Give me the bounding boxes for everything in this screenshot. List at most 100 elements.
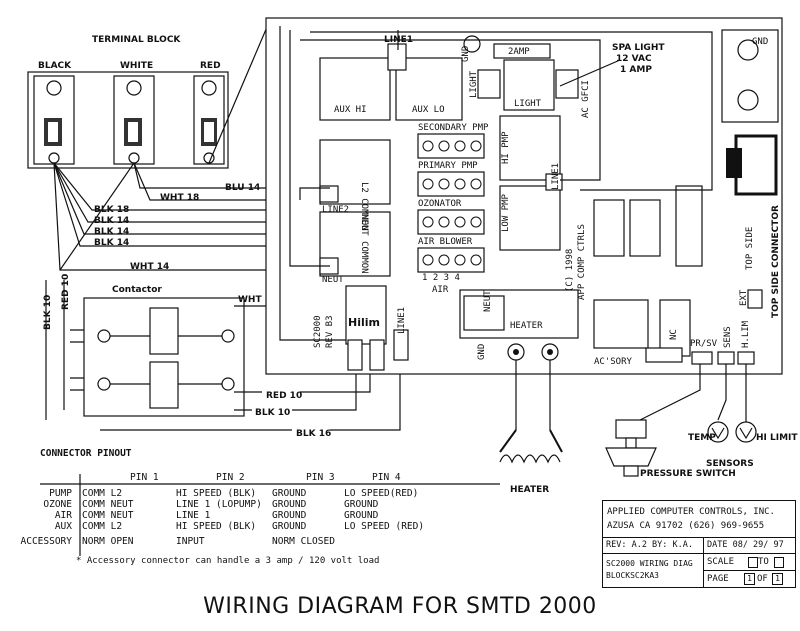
drawing-date: DATE 08/ 29/ 97 [707,540,784,550]
l2-common-label: L2 COMMON [359,182,369,231]
line1-mid-label: LINE1 [551,163,561,190]
wire-blk10-horizontal: BLK 10 [255,408,290,418]
pinout-cell: LINE 1 [176,510,211,521]
pinout-table-lines [40,474,500,556]
aux-hi-label: AUX HI [334,105,367,115]
wire-blk16: BLK 16 [296,429,331,439]
board-wiring [279,26,747,430]
ozonator-label: OZONATOR [418,199,462,209]
pinout-cell: LINE 1 (LOPUMP) [176,499,262,510]
gnd-low-label: GND [477,344,487,360]
wire-blu14: BLU 14 [225,183,260,193]
pinout-cell: GROUND [344,499,379,510]
wire-wht18-mid: WHT 18 [238,295,277,305]
pinout-cell: HI SPEED (BLK) [176,488,257,499]
drawing-block: BLOCKSC2KA3 [606,571,659,580]
gnd-right-label: GND [752,37,768,47]
spa-light-label: SPA LIGHT [612,43,665,53]
wire-wht14: WHT 14 [130,262,169,272]
page-total: 1 [772,573,783,585]
temp-sensor-icon [707,421,729,443]
terminal-block-title: TERMINAL BLOCK [92,35,181,45]
control-board [265,17,783,375]
copyright-label: (C) 1998 [565,249,575,292]
pinout-cell: HI SPEED (BLK) [176,521,257,532]
aux-lo-label: AUX LO [412,105,445,115]
hi-limit-label: HI LIMIT [756,433,798,443]
terminal-block [27,71,229,169]
pinout-header-4: PIN 4 [372,472,401,483]
page-label: PAGE [707,574,729,584]
pressure-switch-icon [605,419,657,477]
heater-coil [499,429,563,464]
pinout-row-name: OZONE [43,499,72,510]
spa-light-volt: 12 VAC [616,54,652,64]
page-of-label: OF [757,574,768,584]
air-label: AIR [432,285,449,295]
primary-pump-label: PRIMARY PMP [418,161,478,171]
rev-label: REV B3 [325,315,335,348]
hi-limit-sensor-icon [735,421,757,443]
company-name: APPLIED COMPUTER CONTROLS, INC. [607,507,775,517]
pinout-cell: GROUND [272,499,307,510]
line1-low-label: LINE1 [397,307,407,334]
pressure-switch-label: PRESSURE SWITCH [640,469,736,479]
temp-label: TEMP [688,433,716,443]
diagram-caption: WIRING DIAGRAM FOR SMTD 2000 [203,594,597,619]
scale-to-label: TO [758,557,769,567]
neut-low-label: NEUT [483,290,493,312]
heater-label: HEATER [510,485,549,495]
air-blower-label: AIR BLOWER [418,237,473,247]
pinout-cell: INPUT [176,536,205,547]
ac-gfci-label: AC GFCI [581,80,591,118]
pinout-header-3: PIN 3 [306,472,335,483]
pinout-header-1: PIN 1 [130,472,159,483]
low-pump-label: LOW PMP [501,193,511,232]
sensors-label: SENSORS [706,459,754,469]
pinout-cell: COMM L2 [82,521,123,532]
wire-blk18: BLK 18 [94,205,129,215]
pinout-title: CONNECTOR PINOUT [40,448,132,459]
line2-label: LINE2 [322,205,349,215]
light-label: LIGHT [514,99,542,109]
wire-blk14-b: BLK 14 [94,227,129,237]
pinout-cell: GROUND [272,510,307,521]
pinout-cell: GROUND [272,488,307,499]
gnd-top-label: GND [461,46,471,62]
terminal-black-label: BLACK [38,61,72,71]
pinout-cell: COMM L2 [82,488,123,499]
scale-label: SCALE [707,557,735,567]
air-pins-label: 1 2 3 4 [422,273,460,283]
pinout-cell: NORM OPEN [82,536,134,547]
wire-wht18-top: WHT 18 [160,193,199,203]
wire-blk14-a: BLK 14 [94,216,129,226]
neut-common-label: NEUT COMMON [359,214,369,274]
pinout-cell: COMM NEUT [82,499,134,510]
hilim-label: Hilim [348,316,380,329]
spa-light-amp: 1 AMP [620,65,652,75]
page-number: 1 [744,573,755,585]
wire-red10-horizontal: RED 10 [266,391,302,401]
wire-red10-vertical: RED 10 [61,274,71,310]
pr-sv-label: PR/SV [690,339,718,349]
hlim-label: H.LIM [741,320,751,348]
light-vertical-label: LIGHT [469,70,479,98]
accessory-board-label: AC'SORY [594,357,633,367]
amp2-label: 2AMP [508,47,530,57]
pinout-row-name: PUMP [49,488,72,499]
secondary-pump-label: SECONDARY PMP [418,123,489,133]
top-side-label: TOP SIDE [745,227,755,270]
terminal-wire-bundle [53,19,760,271]
sc2000-label: SC2000 [313,315,323,348]
pinout-cell: LO SPEED (RED) [344,521,425,532]
terminal-red-label: RED [200,61,221,71]
pinout-note: * Accessory connector can handle a 3 amp… [76,556,380,566]
pinout-row-name: AIR [54,510,72,521]
ext-label: EXT [739,289,749,306]
title-block: APPLIED COMPUTER CONTROLS, INC. AZUSA CA… [602,500,796,588]
drawing-name: SC2000 WIRING DIAG [606,559,693,568]
pinout-header-2: PIN 2 [216,472,245,483]
scale-box-to [774,557,784,568]
